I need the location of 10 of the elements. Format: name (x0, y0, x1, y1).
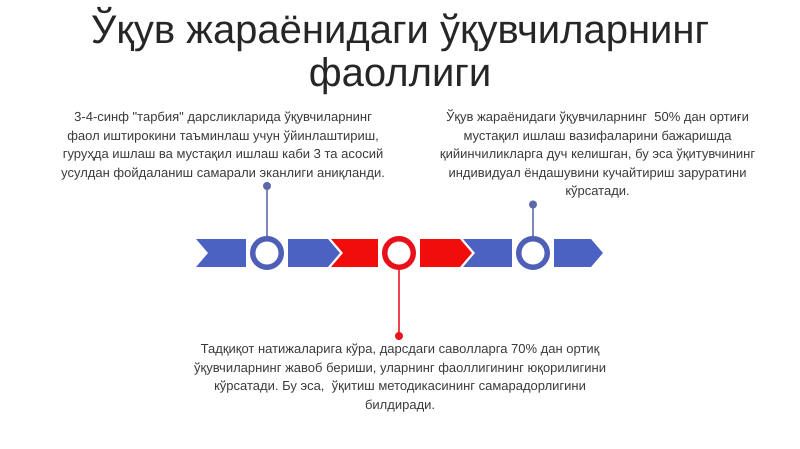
ring-icon (516, 236, 550, 270)
title-heading: Ўқув жараёнидаги ўқувчиларнинг фаоллиги (90, 9, 710, 95)
leader-line (395, 270, 403, 340)
leader-line (263, 182, 271, 236)
leader-line (529, 200, 537, 236)
ring-icon (250, 236, 284, 270)
ring-icon (382, 236, 416, 270)
description-text: Ўқув жараёнидаги ўқувчиларнинг 50% дан ортиғи мустақил ишлаш вазифаларини бажаришда қийинчиликларга дуч келишган, бу эса ўқитувчининг индивидуал ёндашувини кучайтириш заруратини кўрсатади. (425, 108, 770, 200)
description-text: Тадқиқот натижаларига кўра, дарсдаги саволларга 70% дан ортиқ ўқувчиларнинг жавоб бериши, уларнинг фаоллигининг юқорилигини кўрсатади. Бу эса, ўқитиш методикасининг самарадорлигини билдиради. (185, 340, 615, 414)
description-text: 3-4-синф "тарбия" дарсликларида ўқувчиларнинг фаол иштирокини таъминлаш учун ўйинлаштириш, гуруҳда ишлаш ва мустақил ишлаш каби 3 та асосий усулдан фойдаланиш самарали эканлиги аниқланди. (57, 108, 389, 182)
